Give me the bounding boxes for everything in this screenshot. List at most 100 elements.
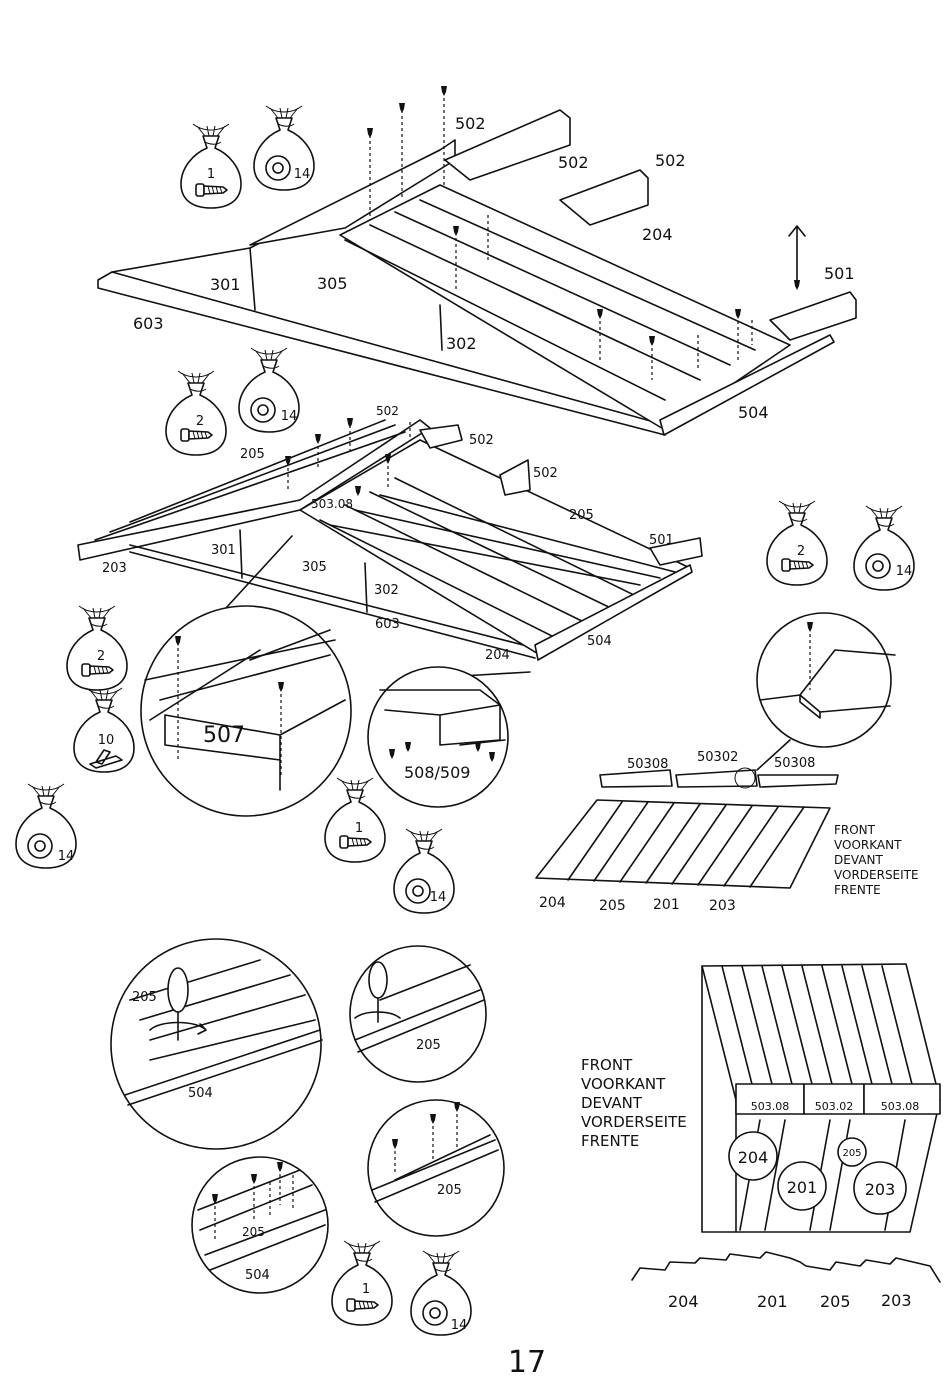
middle-roof-assembly: [77, 418, 703, 661]
part-label: 204: [539, 895, 566, 911]
top-frame-assembly: [97, 86, 857, 436]
svg-text:2: 2: [97, 649, 105, 664]
part-label: 501: [649, 533, 674, 548]
part-label: 205: [437, 1183, 462, 1198]
svg-text:DEVANT: DEVANT: [834, 853, 883, 867]
detail-label: 508/509: [404, 763, 470, 782]
part-label: 50308: [774, 756, 815, 771]
hardware-bag-washer: 14: [410, 1250, 472, 1336]
part-label: 603: [133, 314, 164, 333]
front-legend-2: FRONT VOORKANT DEVANT VORDERSEITE FRENTE: [581, 1056, 687, 1150]
part-label: 305: [302, 560, 327, 575]
hardware-bag-washer: 14: [853, 505, 915, 591]
part-label: 503.08: [751, 1100, 790, 1113]
part-label: 502: [558, 153, 589, 172]
part-label: 205: [842, 1148, 861, 1159]
part-label: 204: [642, 225, 673, 244]
part-label: 205: [240, 447, 265, 462]
front-view-roof: [631, 963, 941, 1283]
svg-text:2: 2: [797, 544, 805, 559]
part-label: 204: [668, 1292, 699, 1311]
hardware-bag-washer: 14: [253, 105, 315, 191]
part-label: 204: [485, 648, 510, 663]
part-label: 205: [132, 990, 157, 1005]
svg-text:VOORKANT: VOORKANT: [834, 838, 902, 852]
part-label: 502: [455, 114, 486, 133]
detail-circle-screws-205-504: [191, 1156, 329, 1294]
svg-text:1: 1: [362, 1282, 370, 1297]
detail-circle-507: [140, 535, 352, 817]
part-label: 503.08: [881, 1100, 920, 1113]
part-label: 502: [376, 404, 399, 418]
hardware-bag-screw: 2: [766, 500, 828, 586]
svg-text:10: 10: [98, 733, 115, 748]
svg-text:VORDERSEITE: VORDERSEITE: [581, 1113, 687, 1131]
detail-circle-screw-205: [349, 945, 487, 1083]
svg-text:FRENTE: FRENTE: [581, 1132, 639, 1150]
part-label: 203: [881, 1291, 912, 1310]
svg-text:VORDERSEITE: VORDERSEITE: [834, 868, 919, 882]
svg-text:14: 14: [430, 890, 447, 905]
part-label: 501: [824, 264, 855, 283]
hardware-bag-washer: 14: [15, 783, 77, 869]
part-label: 502: [655, 151, 686, 170]
detail-label: 507: [203, 723, 245, 748]
part-label: 305: [317, 274, 348, 293]
part-label: 204: [738, 1148, 769, 1167]
svg-text:FRONT: FRONT: [581, 1056, 633, 1074]
part-label: 205: [599, 898, 626, 914]
detail-circle-screws-205: [367, 1099, 505, 1237]
svg-text:14: 14: [294, 167, 311, 182]
svg-text:VOORKANT: VOORKANT: [581, 1075, 666, 1093]
part-label: 503.08: [311, 497, 353, 511]
part-label: 504: [738, 403, 769, 422]
part-label: 205: [242, 1225, 265, 1239]
part-label: 504: [245, 1268, 270, 1283]
part-label: 504: [587, 634, 612, 649]
page-number: 17: [508, 1345, 546, 1379]
svg-text:FRENTE: FRENTE: [834, 883, 881, 897]
hardware-bag-washer: 14: [238, 347, 300, 433]
part-label: 201: [757, 1292, 788, 1311]
part-label: 203: [709, 898, 736, 914]
part-label: 302: [446, 334, 477, 353]
part-label: 205: [569, 508, 594, 523]
svg-text:14: 14: [896, 564, 913, 579]
hardware-bag-screw: 1: [324, 777, 386, 863]
hardware-bag-screw: 1: [331, 1240, 393, 1326]
part-label: 201: [787, 1178, 818, 1197]
detail-circle-508-509: [367, 666, 531, 808]
svg-text:1: 1: [207, 167, 215, 182]
part-label: 203: [865, 1180, 896, 1199]
part-label: 301: [211, 543, 236, 558]
hardware-bag-washer: 14: [393, 828, 455, 914]
part-label: 302: [374, 583, 399, 598]
svg-text:14: 14: [58, 849, 75, 864]
hardware-bag-screw: 1: [180, 123, 242, 209]
part-label: 201: [653, 897, 680, 913]
front-legend-1: FRONT VOORKANT DEVANT VORDERSEITE FRENTE: [834, 823, 919, 897]
svg-text:14: 14: [281, 409, 298, 424]
part-label: 301: [210, 275, 241, 294]
svg-text:14: 14: [451, 1318, 468, 1333]
ridge-cap-detail: [535, 612, 896, 889]
part-label: 205: [416, 1038, 441, 1053]
part-label: 504: [188, 1086, 213, 1101]
part-label: 50302: [697, 750, 738, 765]
part-label: 502: [533, 466, 558, 481]
svg-text:DEVANT: DEVANT: [581, 1094, 643, 1112]
part-label: 503.02: [815, 1100, 854, 1113]
part-label: 203: [102, 561, 127, 576]
part-label: 603: [375, 617, 400, 632]
svg-text:FRONT: FRONT: [834, 823, 876, 837]
part-label: 502: [469, 433, 494, 448]
svg-text:1: 1: [355, 821, 363, 836]
svg-text:2: 2: [196, 414, 204, 429]
part-label: 50308: [627, 757, 668, 772]
hardware-bag-screw: 2: [165, 370, 227, 456]
hardware-bag-bracket: 10: [73, 687, 135, 773]
hardware-bag-screw: 2: [66, 605, 128, 691]
detail-circle-screw-205-504: [110, 938, 323, 1150]
part-label: 205: [820, 1292, 851, 1311]
